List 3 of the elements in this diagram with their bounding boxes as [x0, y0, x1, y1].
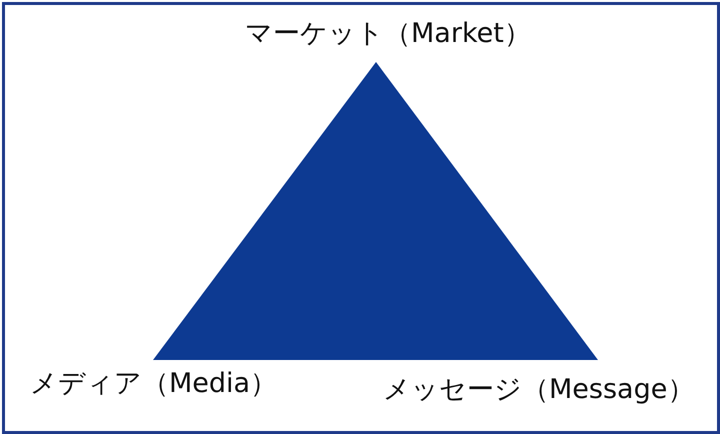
vertex-label: メディア（Media） [30, 368, 278, 400]
vertex-label: メッセージ（Message） [383, 374, 694, 406]
vertex-label: マーケット（Market） [245, 18, 531, 50]
